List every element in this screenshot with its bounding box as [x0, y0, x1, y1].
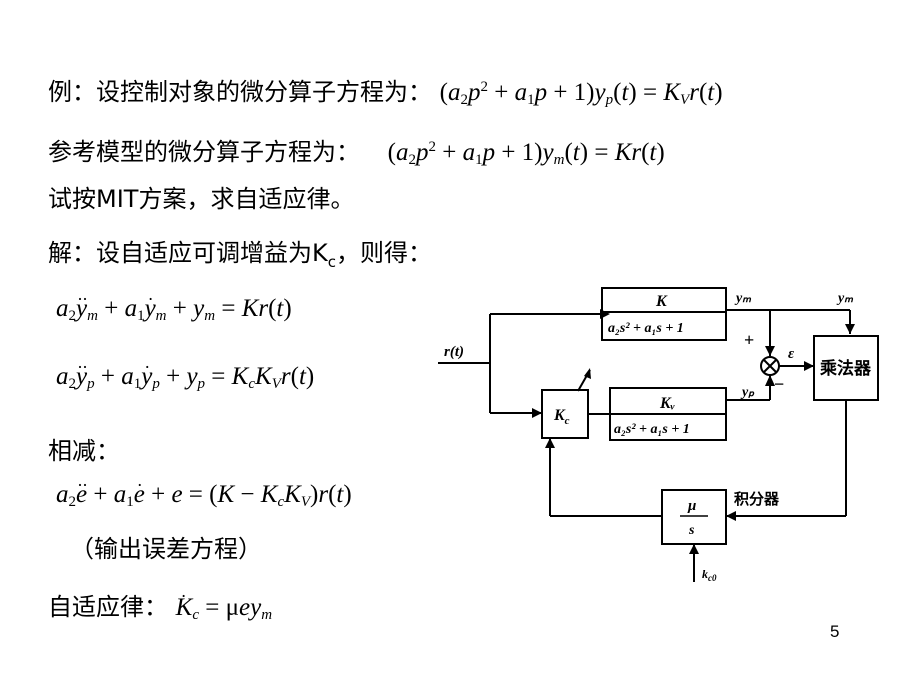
adjustable-gain-label: Kc [553, 407, 570, 427]
plant-ode: a2y··p + a1y·p + yp = KcKVr(t) [56, 357, 315, 392]
plant-numerator: Kᵥ [659, 395, 675, 412]
plant-denominator: a₂s² + a₁s + 1 [614, 422, 690, 437]
solution-intro-suffix: ，则得： [336, 239, 432, 267]
subtract-label: 相减： [48, 437, 120, 465]
task-statement: 试按MIT方案，求自适应律。 [48, 185, 355, 213]
plus-sign: + [744, 330, 754, 350]
mrac-block-diagram: r(t) K a₂s² + a₁s + 1 yₘ yₘ + − ε 乘法器 Kc… [438, 287, 879, 583]
model-denominator: a₂s² + a₁s + 1 [608, 321, 684, 336]
model-output-label: yₘ [734, 291, 752, 306]
integrator-label: 积分器 [734, 490, 780, 508]
adaptation-law: 自适应律： K·c = μeym [48, 586, 273, 630]
adaptation-law-equation: K·c = μeym [175, 586, 273, 623]
solution-intro: 解：设自适应可调增益为Kc，则得： [48, 238, 432, 277]
input-label: r(t) [444, 344, 464, 360]
error-equation-caption: （输出误差方程） [70, 535, 262, 563]
error-signal-label: ε [788, 346, 795, 362]
problem-statement-plant: 例：设控制对象的微分算子方程为： (a2p2 + a1p + 1)yp(t) =… [48, 72, 723, 115]
integrator-denominator: s [688, 523, 695, 538]
integrator-numerator: μ [687, 498, 696, 514]
solution-intro-sub: c [327, 252, 336, 271]
plant-equation: (a2p2 + a1p + 1)yp(t) = KVr(t) [439, 79, 723, 108]
model-equation-label: 参考模型的微分算子方程为： [48, 138, 360, 166]
model-output-label-2: yₘ [836, 291, 854, 306]
problem-statement-model: 参考模型的微分算子方程为： (a2p2 + a1p + 1)ym(t) = Kr… [48, 132, 665, 175]
minus-sign: − [774, 374, 784, 394]
page-number: 5 [830, 622, 840, 641]
initial-gain-label: kc0 [702, 567, 717, 583]
multiplier-label: 乘法器 [819, 358, 872, 379]
plant-equation-label: 例：设控制对象的微分算子方程为： [48, 78, 432, 106]
solution-intro-text: 解：设自适应可调增益为K [48, 239, 328, 267]
plant-output-label: yₚ [740, 385, 755, 400]
model-ode: a2y··m + a1y·m + ym = Kr(t) [56, 289, 292, 324]
model-equation: (a2p2 + a1p + 1)ym(t) = Kr(t) [387, 139, 665, 168]
model-numerator: K [655, 293, 668, 310]
error-equation: a2e·· + a1e· + e = (K − KcKV)r(t) [56, 475, 352, 510]
adaptation-law-label: 自适应律： [48, 593, 168, 621]
